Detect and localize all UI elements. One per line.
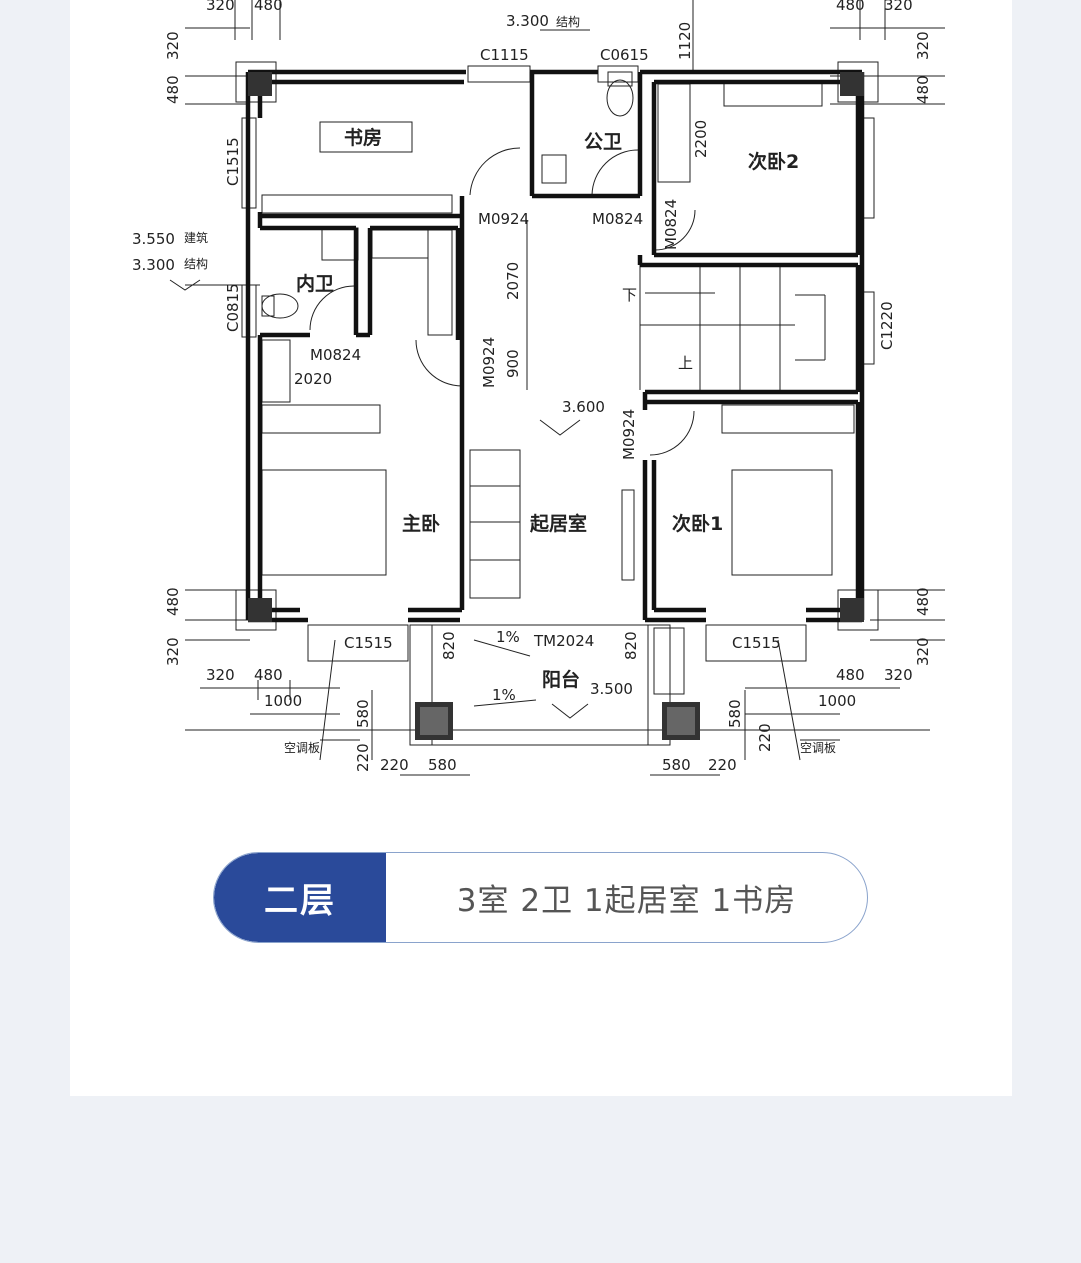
dim-480-rb: 480 bbox=[914, 587, 932, 616]
room-bedroom2: 次卧2 bbox=[748, 150, 799, 173]
dim-2070: 2070 bbox=[504, 262, 522, 300]
floor-plan: 书房 公卫 内卫 次卧2 次卧1 主卧 起居室 阳台 M0924 M0824 M… bbox=[132, 0, 945, 776]
level-left-b-note: 结构 bbox=[184, 256, 208, 271]
dim-820-l: 820 bbox=[440, 631, 458, 660]
door-m0824-b: M0824 bbox=[662, 199, 680, 250]
door-m0924-c: M0924 bbox=[620, 409, 638, 460]
dim-480-bl: 480 bbox=[254, 666, 283, 684]
dim-320-lb: 320 bbox=[164, 637, 182, 666]
door-tm2024: TM2024 bbox=[533, 632, 594, 650]
window-c1515-left: C1515 bbox=[344, 634, 393, 652]
dim-320-tl: 320 bbox=[206, 0, 235, 14]
room-study: 书房 bbox=[344, 126, 382, 149]
slope-b: 1% bbox=[492, 686, 516, 704]
dim-220-rv: 220 bbox=[756, 723, 774, 752]
window-c1515-side: C1515 bbox=[224, 137, 242, 186]
dim-580-bl: 580 bbox=[428, 756, 457, 774]
window-c1515-right: C1515 bbox=[732, 634, 781, 652]
level-left-a-note: 建筑 bbox=[184, 230, 208, 245]
door-m0824-c: M0824 bbox=[310, 346, 361, 364]
room-bedroom1: 次卧1 bbox=[672, 512, 723, 535]
room-inner-bath: 内卫 bbox=[296, 272, 334, 295]
door-m0924-a: M0924 bbox=[478, 210, 529, 228]
level-top-b: 结构 bbox=[556, 14, 580, 29]
level-left-a: 3.550 bbox=[132, 230, 175, 248]
room-public-bath: 公卫 bbox=[584, 131, 622, 153]
window-c1115: C1115 bbox=[480, 46, 529, 64]
slope-a: 1% bbox=[496, 628, 520, 646]
dim-580-lv: 580 bbox=[354, 699, 372, 728]
dim-320-rv: 320 bbox=[914, 31, 932, 60]
dim-320-br: 320 bbox=[884, 666, 913, 684]
dim-320-bl: 320 bbox=[206, 666, 235, 684]
dim-320-tr: 320 bbox=[884, 0, 913, 14]
dim-480-tl: 480 bbox=[254, 0, 283, 14]
dim-1000-r: 1000 bbox=[818, 692, 856, 710]
level-balcony: 3.500 bbox=[590, 680, 633, 698]
dim-320-lv: 320 bbox=[164, 31, 182, 60]
dim-480-br: 480 bbox=[836, 666, 865, 684]
window-c1220: C1220 bbox=[878, 301, 896, 350]
ac-board-left: 空调板 bbox=[284, 741, 320, 755]
dim-2200: 2200 bbox=[692, 120, 710, 158]
dim-480-tr: 480 bbox=[836, 0, 865, 14]
floor-summary-pill: 二层 3室 2卫 1起居室 1书房 bbox=[213, 852, 868, 943]
level-left-b: 3.300 bbox=[132, 256, 175, 274]
door-m0824-a: M0824 bbox=[592, 210, 643, 228]
dim-580-br: 580 bbox=[662, 756, 691, 774]
window-c0615: C0615 bbox=[600, 46, 649, 64]
dim-220-lv: 220 bbox=[354, 743, 372, 772]
floor-label: 二层 bbox=[214, 853, 386, 942]
level-top-a: 3.300 bbox=[506, 12, 549, 30]
dim-220-br: 220 bbox=[708, 756, 737, 774]
dim-580-rv: 580 bbox=[726, 699, 744, 728]
dim-1000-l: 1000 bbox=[264, 692, 302, 710]
dim-480-rv: 480 bbox=[914, 75, 932, 104]
window-c0815: C0815 bbox=[224, 283, 242, 332]
stair-down: 下 bbox=[622, 286, 637, 304]
door-m0924-b: M0924 bbox=[480, 337, 498, 388]
dim-320-rb: 320 bbox=[914, 637, 932, 666]
ac-board-right: 空调板 bbox=[800, 741, 836, 755]
room-balcony: 阳台 bbox=[542, 668, 580, 691]
dim-480-lb: 480 bbox=[164, 587, 182, 616]
dim-820-r: 820 bbox=[622, 631, 640, 660]
dim-900: 900 bbox=[504, 349, 522, 378]
room-master: 主卧 bbox=[402, 513, 440, 535]
room-living: 起居室 bbox=[529, 512, 587, 535]
dim-480-lv: 480 bbox=[164, 75, 182, 104]
stair-up: 上 bbox=[678, 354, 693, 372]
dim-1120: 1120 bbox=[676, 22, 694, 60]
floor-summary: 3室 2卫 1起居室 1书房 bbox=[456, 883, 797, 919]
dim-220-bl: 220 bbox=[380, 756, 409, 774]
level-living: 3.600 bbox=[562, 398, 605, 416]
dim-2020: 2020 bbox=[294, 370, 332, 388]
